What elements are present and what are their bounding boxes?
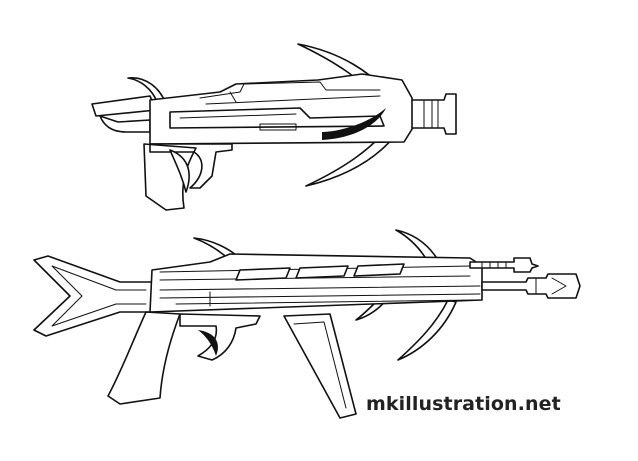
pistol-blaster-drawing: [91, 43, 457, 211]
rifle-muzzle-fins: [535, 277, 567, 295]
site-watermark: mkillustration.net: [366, 393, 561, 415]
rifle-blaster-drawing: [33, 229, 581, 419]
rifle-stock: [33, 255, 153, 337]
pistol-body-hook: [322, 108, 386, 140]
rifle-trigger-blade: [198, 330, 218, 356]
rifle-foregrip-inner: [293, 321, 347, 409]
rifle-rail-slot-1: [235, 267, 291, 281]
pistol-muzzle: [411, 93, 457, 135]
rifle-trigger-guard: [179, 313, 261, 361]
rifle-barrel-upper-ribs: [481, 261, 507, 269]
rifle-grip: [107, 311, 181, 405]
pistol-rear-cap: [91, 95, 157, 117]
rifle-lower-blade-front: [397, 299, 457, 361]
pistol-muzzle-ribs: [423, 99, 439, 129]
rifle-rail-slot-2: [295, 265, 349, 279]
pistol-lower-body: [149, 143, 233, 189]
pistol-middle-slot-inner: [179, 113, 297, 131]
pistol-grip-blade: [169, 149, 190, 193]
rifle-middle-bands: [159, 285, 481, 307]
pistol-top-rail: [199, 81, 381, 105]
rifle-stock-inner: [51, 265, 147, 327]
rifle-barrel-upper: [469, 257, 539, 273]
rifle-rail-slot-3: [353, 263, 405, 277]
pistol-rear-stock-curl: [99, 115, 151, 133]
rifle-foregrip: [283, 313, 357, 419]
